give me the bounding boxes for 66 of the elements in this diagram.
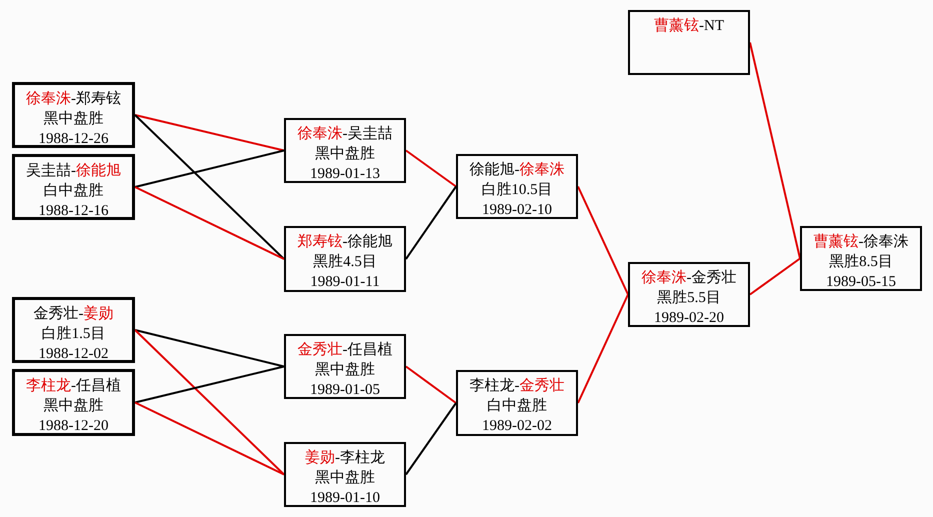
connector-line [134, 114, 285, 260]
connector-line [134, 186, 284, 260]
connector-line [134, 114, 284, 152]
game-date: 1988-12-02 [38, 345, 108, 364]
connector-line [749, 42, 801, 259]
match-box [12, 297, 135, 363]
connector-line [134, 402, 284, 476]
match-box [628, 262, 750, 327]
game-result: 黑中盘胜 [315, 144, 375, 164]
player-names: 李柱龙-任昌植 [26, 376, 121, 396]
match-box [456, 154, 578, 219]
match-box [12, 82, 135, 148]
game-result: 黑中盘胜 [315, 360, 375, 380]
game-date: 1989-01-10 [310, 489, 380, 508]
game-date: 1988-12-16 [38, 202, 108, 221]
game-date: 1989-02-10 [482, 201, 552, 220]
player-names: 金秀壮-任昌植 [298, 340, 392, 360]
match-box [284, 442, 406, 507]
game-result: 黑胜5.5目 [657, 288, 721, 308]
connector-line [134, 329, 285, 476]
game-date: 1989-01-11 [310, 273, 380, 292]
match-box [456, 370, 578, 436]
connector-line [134, 329, 284, 368]
match-box [12, 154, 135, 220]
game-date: 1988-12-26 [38, 130, 108, 149]
game-date: 1989-05-15 [826, 273, 896, 292]
game-date: 1989-01-05 [310, 381, 380, 400]
connector-line [134, 150, 284, 188]
match-box [12, 369, 135, 436]
game-result: 白胜1.5目 [42, 324, 106, 344]
connector-line [749, 258, 801, 296]
match-box [284, 226, 406, 292]
game-date: 1989-02-02 [482, 417, 552, 436]
connector-line [577, 294, 629, 404]
connector-line [577, 186, 629, 295]
connector-line [134, 366, 284, 404]
player-names: 徐奉洙-郑寿铉 [26, 90, 121, 109]
player-names: 郑寿铉-徐能旭 [298, 232, 392, 252]
player-names: 曹薰铉-NT [654, 16, 724, 36]
connector-line [405, 402, 457, 476]
player-names: 李柱龙-金秀壮 [470, 376, 564, 396]
match-box [284, 334, 406, 399]
player-names: 吴圭喆-徐能旭 [26, 162, 121, 181]
game-result: 白胜10.5目 [481, 180, 553, 200]
connector-line [405, 150, 457, 188]
game-result: 黑中盘胜 [315, 468, 375, 488]
player-names: 徐奉洙-金秀壮 [642, 268, 736, 288]
connector-line [405, 186, 457, 260]
match-box [800, 226, 922, 291]
player-names: 徐奉洙-吴圭喆 [298, 124, 392, 144]
match-box [628, 10, 750, 75]
player-names: 姜勋-李柱龙 [305, 448, 385, 468]
game-date: 1989-02-20 [654, 309, 724, 328]
game-result: 白中盘胜 [44, 182, 104, 201]
game-result: 黑中盘胜 [44, 110, 104, 129]
game-result: 黑胜8.5目 [829, 252, 893, 272]
player-names: 曹薰铉-徐奉洙 [814, 232, 908, 252]
game-result: 白中盘胜 [487, 396, 547, 416]
match-box [284, 118, 406, 183]
game-date: 1989-01-13 [310, 165, 380, 184]
game-result: 黑胜4.5目 [313, 252, 377, 272]
game-result: 黑中盘胜 [44, 396, 104, 416]
game-date: 1988-12-20 [38, 417, 108, 436]
player-names: 金秀壮-姜勋 [34, 304, 114, 324]
player-names: 徐能旭-徐奉洙 [470, 160, 564, 180]
connector-line [405, 366, 457, 404]
